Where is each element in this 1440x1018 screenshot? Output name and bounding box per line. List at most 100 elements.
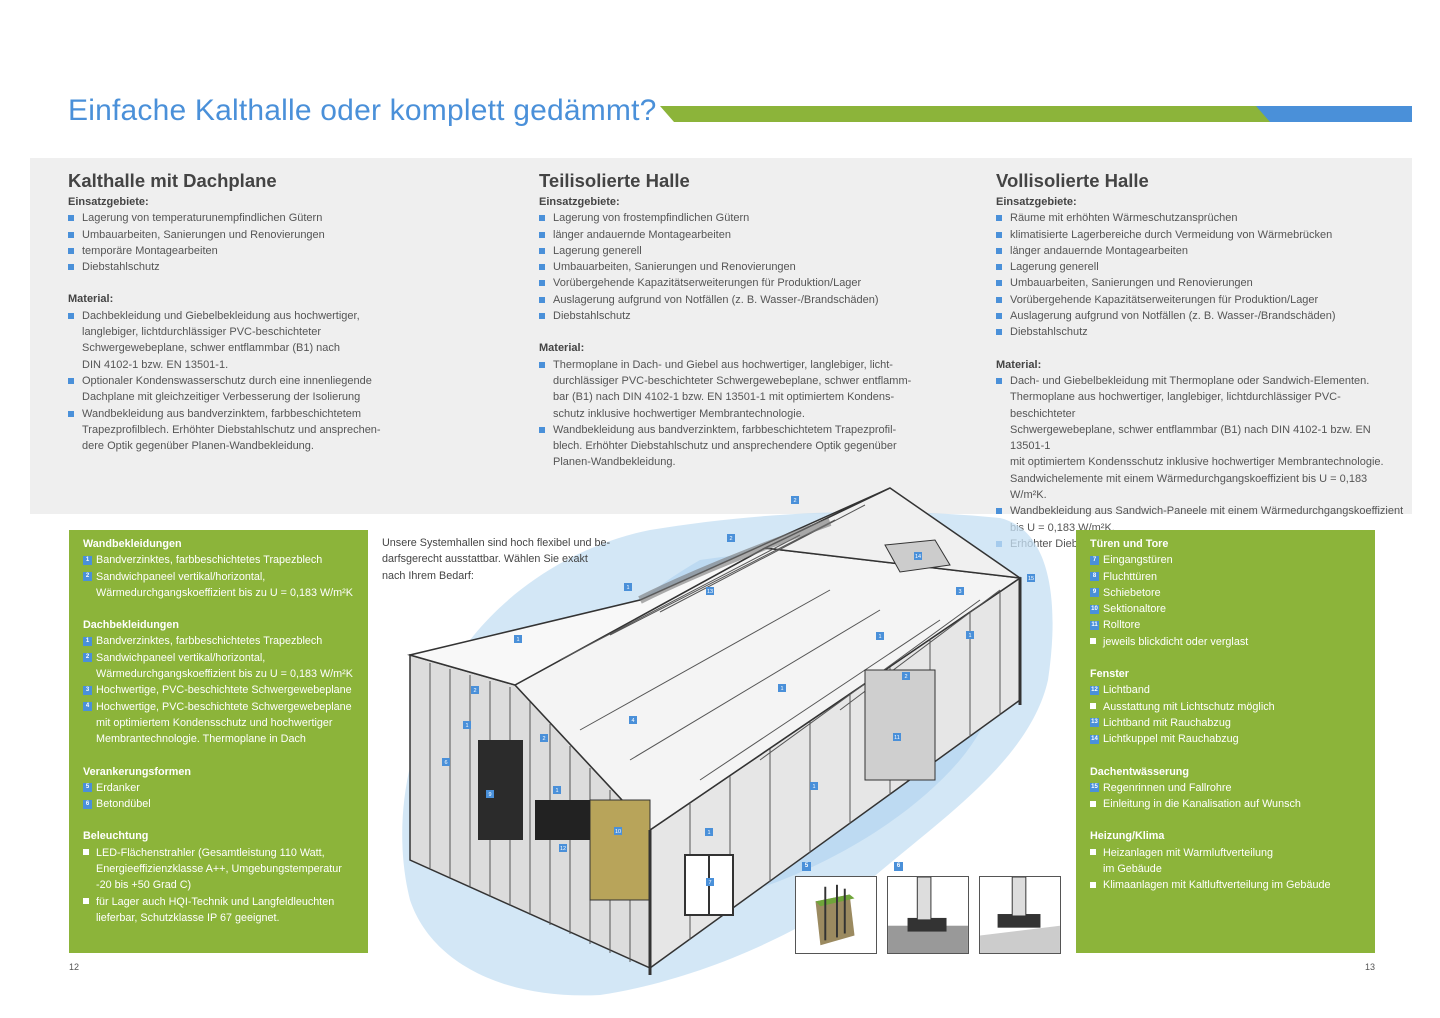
marker-label: 1 [626,585,629,591]
marker: 1 [514,635,522,643]
marker-label: 4 [631,718,634,724]
intro-line: darfsgerecht ausstattbar. Wählen Sie exa… [382,553,588,566]
material-list: Dachbekleidung und Giebelbekleidung aus … [68,308,388,455]
title-accent-bars [660,106,1412,122]
list-line: Planen-Wandbekleidung. [553,456,676,469]
marker-label: 1 [555,788,558,794]
list-line: Wandbekleidung aus Sandwich-Paneele mit … [1010,505,1404,518]
section-title: Beleuchtung [83,830,149,843]
equipment-item: 8 Fluchttüren [1090,569,1361,585]
item-line: Lichtkuppel mit Rauchabzug [1103,733,1239,746]
item-number: 2 [83,572,92,582]
marker-label: 2 [793,498,796,504]
item-number: 4 [83,702,92,712]
list-line: Thermoplane in Dach- und Giebel aus hoch… [553,358,893,371]
marker: 3 [956,587,964,595]
bullet-square [83,849,89,856]
marker-label: 2 [904,674,907,680]
marker: 2 [727,534,735,542]
item-line: jeweils blickdicht oder verglast [1103,635,1249,648]
list-item: Thermoplane in Dach- und Giebel aus hoch… [539,357,939,422]
item-number: 10 [1090,604,1099,614]
section-title: Fenster [1090,668,1130,681]
list-item: Umbauarbeiten, Sanierungen und Renovieru… [539,259,939,275]
marker: 12 [559,844,567,852]
material-list: Thermoplane in Dach- und Giebel aus hoch… [539,357,939,471]
equipment-item: für Lager auch HQI-Technik und Langfeldl… [83,894,354,927]
item-line: mit optimiertem Kondensschutz und hochwe… [96,716,333,729]
list-item: Optionaler Kondenswasserschutz durch ein… [68,373,388,406]
material-label: Material: [539,342,585,355]
marker: 1 [624,583,632,591]
list-line: Sandwichelemente mit einem Wärmedurchgan… [1010,472,1368,502]
item-number: 9 [1090,588,1099,598]
section-title: Türen und Tore [1090,538,1169,550]
bullet-square [1090,703,1096,710]
list-item: Auslagerung aufgrund von Notfällen (z. B… [996,308,1406,324]
list-item: Lagerung von frostempfindlichen Gütern [539,210,939,226]
list-line: blech. Erhöhter Diebstahlschutz und ansp… [553,440,897,453]
section-title: Wandbekleidungen [83,538,182,550]
item-number: 5 [83,783,92,793]
intro-line: nach Ihrem Bedarf: [382,569,474,582]
item-line: Fluchttüren [1103,570,1158,583]
item-line: Hochwertige, PVC-beschichtete Schwergewe… [96,700,352,713]
item-number: 1 [83,636,92,646]
marker: 10 [614,827,622,835]
item-line: für Lager auch HQI-Technik und Langfeldl… [96,895,335,908]
item-number: 8 [1090,572,1099,582]
item-line: Wärmedurchgangskoeffizient bis zu U = 0,… [96,668,353,681]
item-number: 2 [83,653,92,663]
einsatz-list: Räume mit erhöhten Wärmeschutzansprüchen… [996,210,1406,340]
item-line: Sektionaltore [1103,603,1167,616]
item-number: 7 [1090,555,1099,565]
equipment-item: 4 Hochwertige, PVC-beschichtete Schwergew… [83,699,354,748]
marker: 2 [791,496,799,504]
item-number: 6 [83,799,92,809]
list-line: Thermoplane aus hochwertiger, langlebige… [1010,391,1341,420]
item-line: Betondübel [96,798,151,811]
list-line: Dachbekleidung und Giebelbekleidung aus … [82,309,360,322]
marker: 4 [629,716,637,724]
anchor-image-platte [979,876,1061,954]
item-line: Regenrinnen und Fallrohre [1103,781,1232,794]
item-line: Ausstattung mit Lichtschutz möglich [1103,700,1275,713]
marker-label: 7 [708,880,711,886]
list-item: Auslagerung aufgrund von Notfällen (z. B… [539,292,939,308]
marker-label: 1 [780,686,783,692]
column-heading: Kalthalle mit Dachplane [68,170,277,191]
section-title: Heizung/Klima [1090,830,1165,843]
marker-label: 3 [958,589,961,595]
list-item: temporäre Montagearbeiten [68,243,388,259]
equipment-item: Ausstattung mit Lichtschutz möglich [1090,699,1361,715]
material-label: Material: [68,293,114,306]
item-line: Bandverzinktes, farbbeschichtetes Trapez… [96,635,323,648]
list-item: Wandbekleidung aus bandverzinktem, farbb… [539,422,939,471]
marker: 9 [486,790,494,798]
marker: 6 [442,758,450,766]
list-line: mit optimiertem Kondensschutz inklusive … [1010,456,1384,469]
marker: 1 [463,721,471,729]
item-line: Wärmedurchgangskoeffizient bis zu U = 0,… [96,586,353,599]
bullet-square [1090,638,1096,645]
list-line: Trapezprofilblech. Erhöhter Diebstahlsch… [82,423,381,436]
item-number: 11 [1090,620,1099,630]
item-number: 15 [1090,783,1099,793]
list-item: Vorübergehende Kapazitätserweiterungen f… [539,275,939,291]
list-line: Wandbekleidung aus bandverzinktem, farbb… [82,407,362,420]
marker-label: 9 [488,792,491,798]
item-number: 12 [1090,685,1099,695]
item-line: Sandwichpaneel vertikal/horizontal, [96,651,266,664]
einsatz-list: Lagerung von temperaturunempfindlichen G… [68,210,388,275]
list-item: Wandbekleidung aus Sandwich-Paneele mit … [996,503,1406,536]
equipment-item: Einleitung in die Kanalisation auf Wunsc… [1090,796,1361,812]
item-line: Hochwertige, PVC-beschichtete Schwergewe… [96,684,352,697]
list-line: langlebiger, lichtdurchlässiger PVC-besc… [82,326,322,339]
equipment-item: 10 Sektionaltore [1090,601,1361,617]
